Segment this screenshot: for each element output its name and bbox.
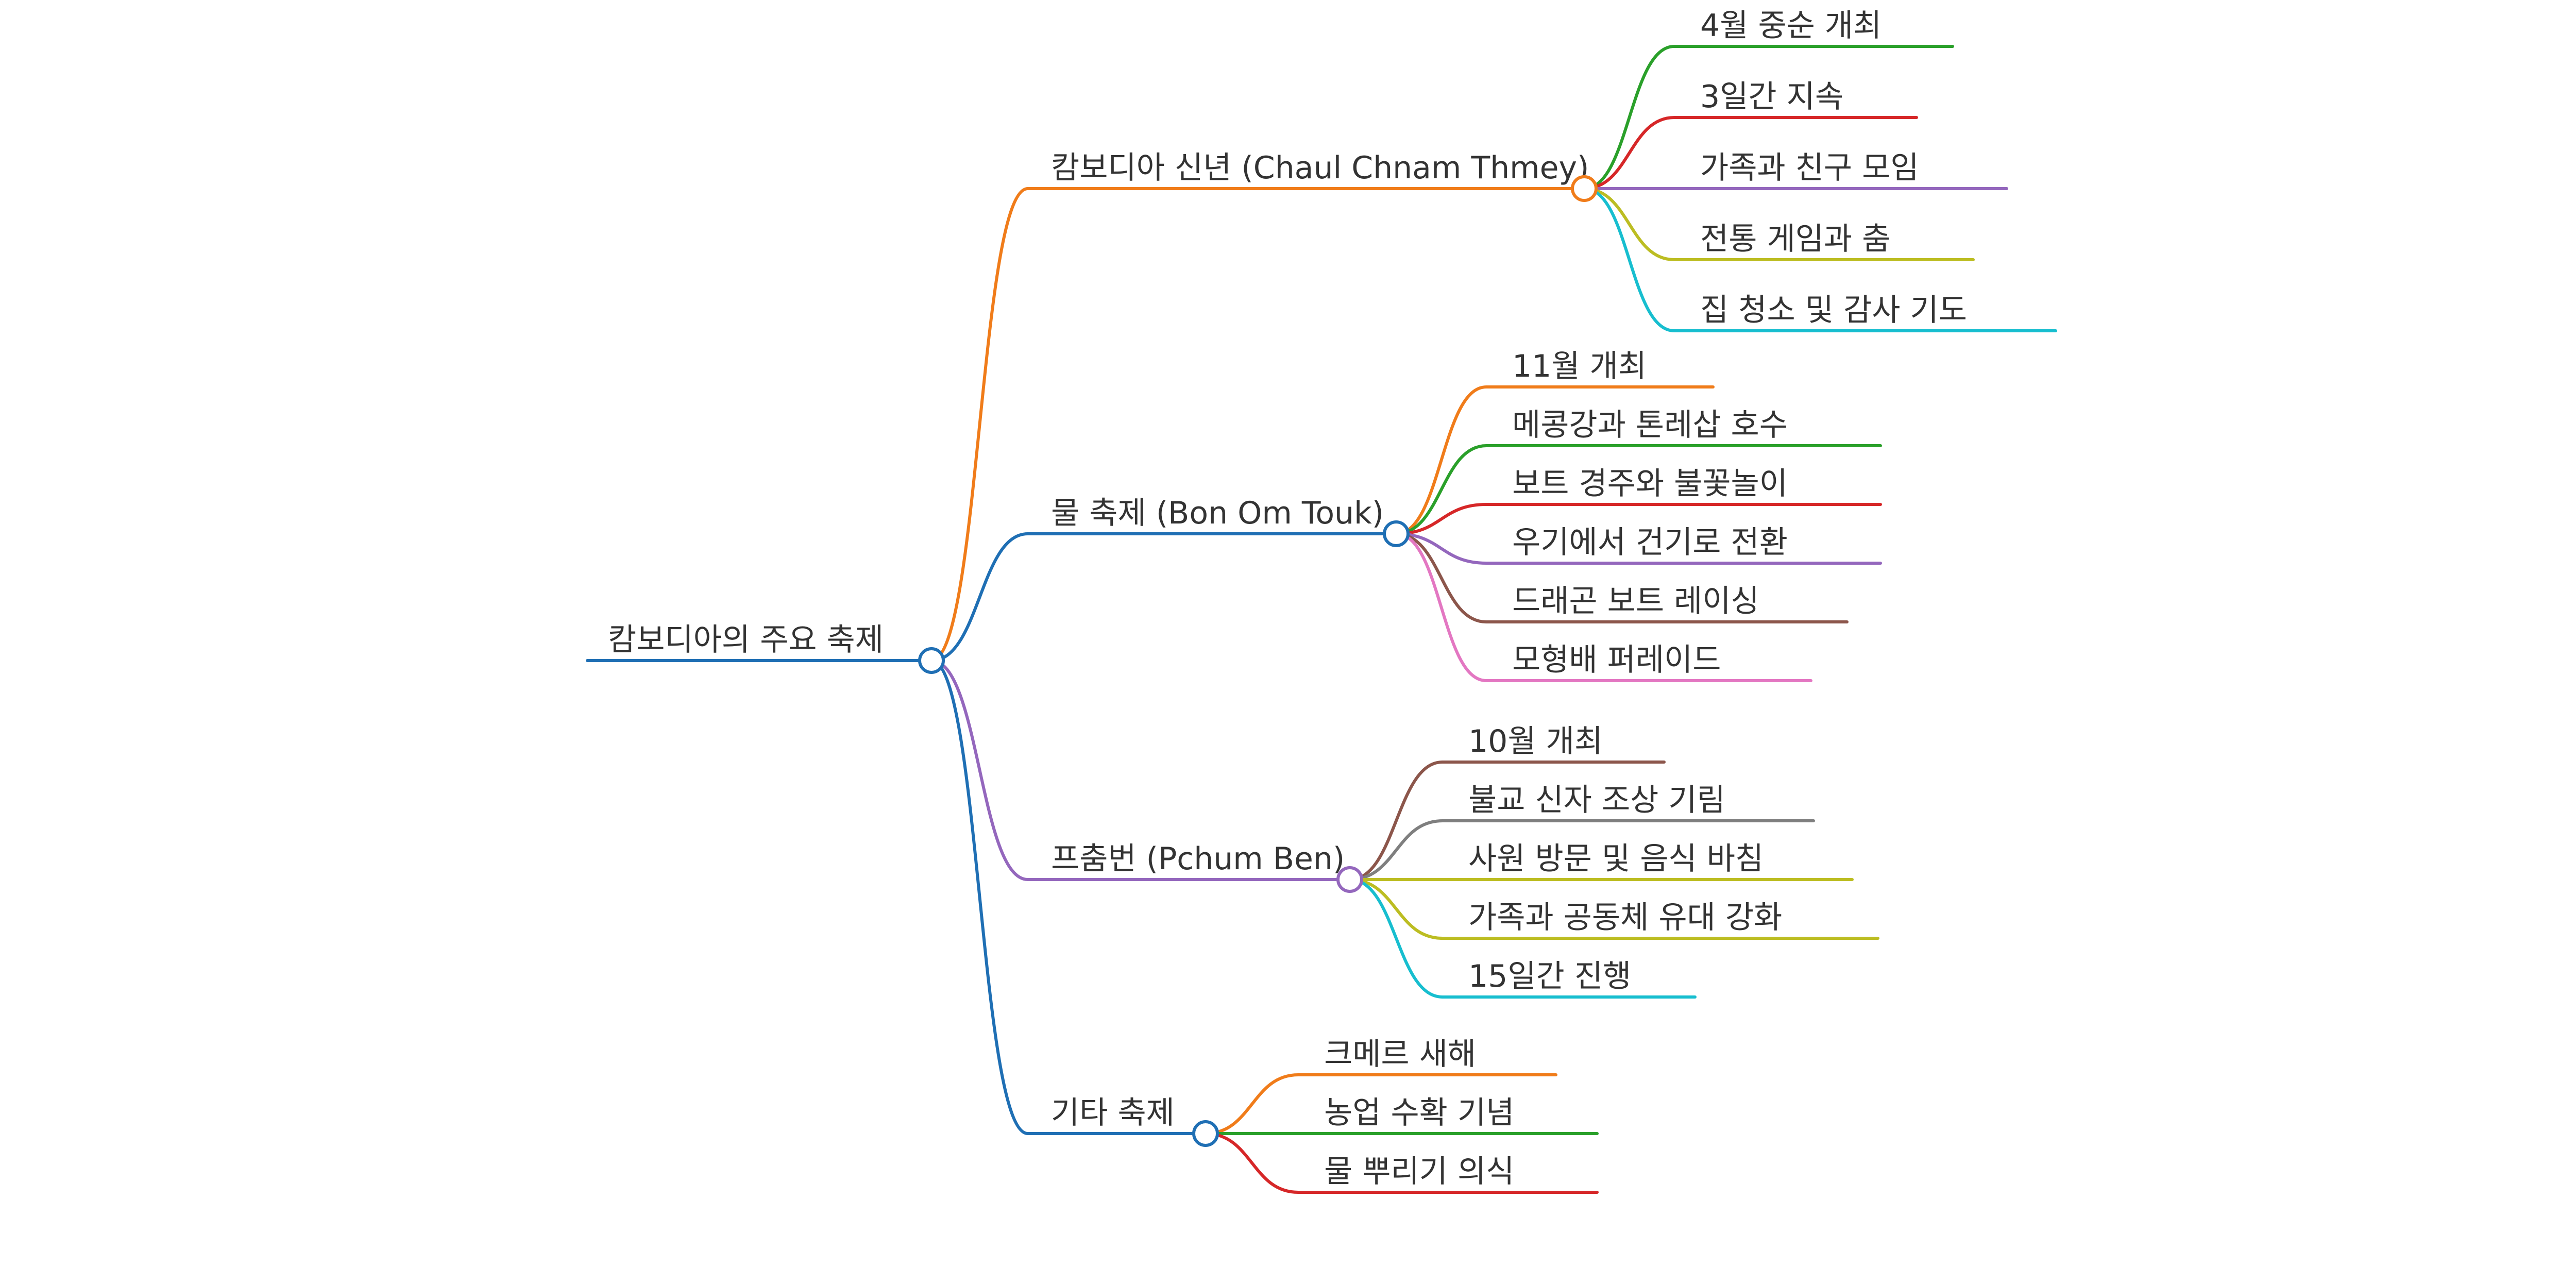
leaf-label-water-festival-4: 드래곤 보트 레이싱 (1512, 583, 1759, 619)
mindmap-nodes: 캄보디아의 주요 축제 캄보디아 신년 (Chaul Chnam Thmey) 4월… (608, 8, 1967, 1190)
leaf-label-new-year-2: 가족과 친구 모임 (1700, 150, 1919, 186)
leaf-edge-new-year-0 (1584, 45, 1675, 190)
leaf-label-other-1: 농업 수확 기념 (1324, 1095, 1514, 1131)
leaf-label-water-festival-5: 모형배 퍼레이드 (1512, 642, 1721, 678)
leaf-label-new-year-3: 전통 게임과 춤 (1700, 221, 1890, 257)
branch-edge-pchum-ben (931, 659, 1028, 881)
leaf-edge-pchum-ben-4 (1349, 878, 1443, 999)
leaf-edge-pchum-ben-0 (1349, 761, 1443, 881)
leaf-edge-water-festival-3 (1396, 532, 1487, 565)
leaf-label-pchum-ben-4: 15일간 진행 (1468, 958, 1631, 994)
leaf-edge-water-festival-0 (1396, 385, 1487, 535)
branch-node-water-festival[interactable] (1383, 520, 1410, 547)
root-node[interactable] (918, 647, 945, 674)
branch-label-new-year: 캄보디아 신년 (Chaul Chnam Thmey) (1051, 150, 1589, 186)
leaf-label-pchum-ben-1: 불교 신자 조상 기림 (1468, 782, 1725, 818)
leaf-label-other-2: 물 뿌리기 의식 (1324, 1154, 1514, 1190)
leaf-edge-water-festival-4 (1396, 532, 1487, 623)
leaf-edge-water-festival-5 (1396, 532, 1487, 682)
branch-node-new-year[interactable] (1571, 175, 1598, 202)
branch-label-pchum-ben: 프춤번 (Pchum Ben) (1051, 841, 1345, 877)
branch-node-pchum-ben[interactable] (1336, 866, 1363, 893)
mindmap-edges (586, 45, 2057, 1194)
leaf-edge-other-2 (1205, 1132, 1299, 1194)
leaf-edge-new-year-4 (1584, 187, 1675, 332)
branch-edge-water-festival (931, 532, 1028, 662)
leaf-label-water-festival-0: 11월 개최 (1512, 348, 1647, 384)
leaf-edge-other-0 (1205, 1073, 1299, 1135)
leaf-label-water-festival-3: 우기에서 건기로 전환 (1512, 525, 1788, 561)
branch-edge-other (931, 659, 1028, 1135)
leaf-label-pchum-ben-2: 사원 방문 및 음식 바침 (1468, 841, 1764, 877)
branch-label-water-festival: 물 축제 (Bon Om Touk) (1051, 495, 1384, 531)
leaf-label-water-festival-2: 보트 경주와 불꽃놀이 (1512, 466, 1788, 502)
leaf-label-new-year-1: 3일간 지속 (1700, 79, 1843, 115)
leaf-edge-new-year-1 (1584, 116, 1675, 190)
branch-node-other[interactable] (1192, 1120, 1219, 1147)
leaf-edge-water-festival-2 (1396, 503, 1487, 535)
branch-label-other: 기타 축제 (1051, 1095, 1175, 1131)
leaf-edge-pchum-ben-1 (1349, 819, 1443, 881)
leaf-edge-water-festival-1 (1396, 444, 1487, 535)
leaf-label-pchum-ben-3: 가족과 공동체 유대 강화 (1468, 900, 1782, 936)
leaf-edge-new-year-3 (1584, 187, 1675, 261)
leaf-label-water-festival-1: 메콩강과 톤레삽 호수 (1512, 407, 1788, 443)
leaf-label-new-year-0: 4월 중순 개최 (1700, 8, 1882, 44)
leaf-label-pchum-ben-0: 10월 개최 (1468, 723, 1603, 759)
leaf-label-other-0: 크메르 새해 (1324, 1036, 1476, 1072)
branch-edge-new-year (931, 187, 1028, 662)
root-label: 캄보디아의 주요 축제 (608, 622, 884, 658)
leaf-edge-pchum-ben-3 (1349, 878, 1443, 940)
leaf-label-new-year-4: 집 청소 및 감사 기도 (1700, 292, 1967, 328)
